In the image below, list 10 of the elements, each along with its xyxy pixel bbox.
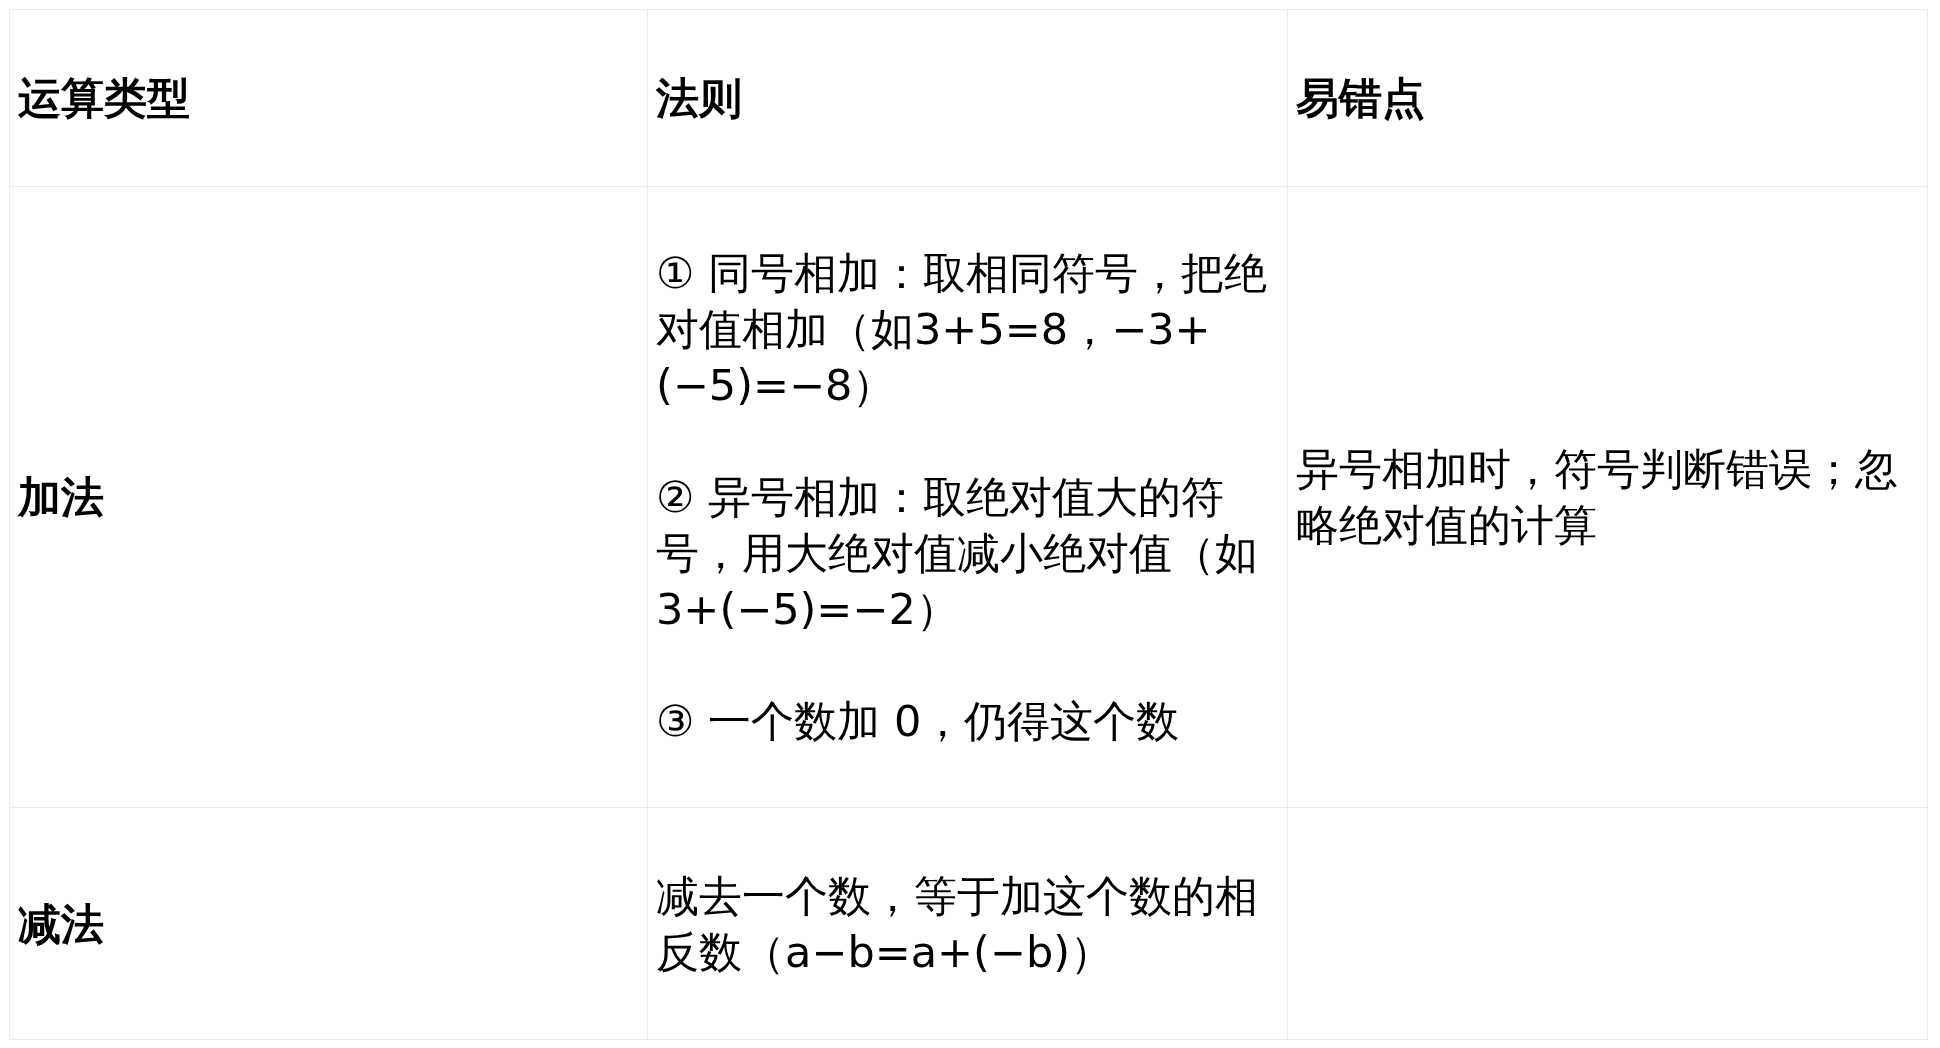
note-text: 异号相加时，符号判断错误；忽略绝对值的计算 (1296, 443, 1899, 552)
rule-text: ③ 一个数加 0，仍得这个数 (656, 695, 1181, 748)
header-text: 运算类型 (18, 72, 191, 125)
row-heading: 加法 (18, 471, 105, 524)
rule-text: ① 同号相加：取相同符号，把绝对值相加（如3+5=8，−3+(−5)=−8） (656, 247, 1269, 412)
header-text: 法则 (656, 72, 743, 125)
rule-text: 减去一个数，等于加这个数的相反数（a−b=a+(−b)） (656, 869, 1259, 979)
header-text: 易错点 (1296, 72, 1426, 125)
rule-text: ② 异号相加：取绝对值大的符号，用大绝对值减小绝对值（如3+(−5)=−2） (656, 471, 1259, 636)
row-heading: 减法 (18, 897, 105, 951)
